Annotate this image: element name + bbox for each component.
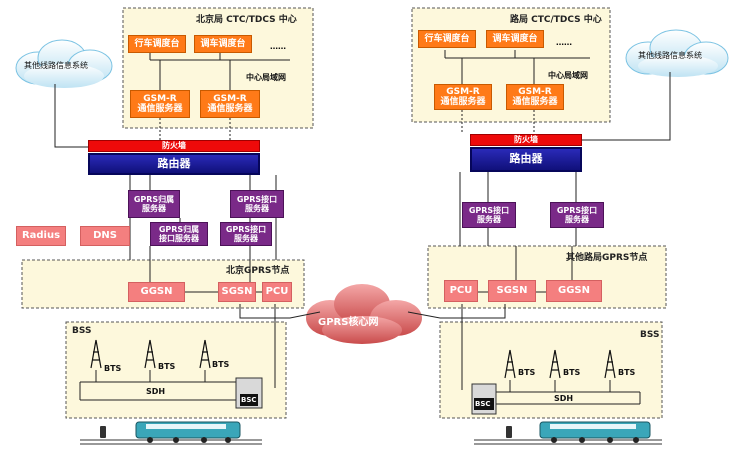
right-gprs-node-title: 其他路局GPRS节点 (566, 253, 648, 263)
right-gprs-interface-server-1: GPRS接口 服务器 (462, 202, 516, 228)
gprs-core-cloud (306, 284, 422, 344)
left-dispatch-console-2: 调车调度台 (194, 35, 252, 53)
connections (54, 50, 671, 405)
left-bss-title: BSS (72, 326, 92, 336)
left-other-systems-label: 其他线路信息系统 (24, 61, 88, 70)
left-handset-icon (100, 426, 106, 438)
left-bts-towers (90, 339, 211, 369)
right-router: 路由器 (470, 147, 582, 172)
right-bss-title: BSS (640, 330, 660, 340)
gprs-core-label: GPRS核心网 (318, 317, 379, 328)
right-pcu: PCU (444, 280, 478, 302)
left-gsmr-server-1: GSM-R 通信服务器 (130, 90, 190, 118)
left-pcu: PCU (262, 282, 292, 302)
left-firewall: 防火墙 (88, 140, 260, 152)
left-gprs-home-server: GPRS归属 服务器 (128, 190, 180, 218)
right-sgsn: SGSN (488, 280, 536, 302)
left-gprs-interface-server-bottom: GPRS接口 服务器 (220, 222, 272, 246)
left-bts-label-3: BTS (212, 360, 230, 369)
left-ellipsis: …… (270, 42, 286, 51)
left-dispatch-console-1: 行车调度台 (128, 35, 186, 53)
left-bsc-icon (235, 377, 263, 409)
radius-server: Radius (16, 226, 66, 246)
right-other-systems-cloud (625, 29, 729, 77)
right-bts-towers (504, 349, 616, 379)
left-lan-label: 中心局域网 (246, 73, 286, 82)
right-bts-label-3: BTS (618, 368, 636, 377)
right-gsmr-server-2: GSM-R 通信服务器 (506, 84, 564, 110)
left-other-systems-cloud (15, 39, 113, 88)
left-bsc-label: BSC (241, 396, 257, 404)
right-dispatch-console-1: 行车调度台 (418, 30, 476, 48)
left-gprs-home-interface-server: GPRS归属 接口服务器 (150, 222, 208, 246)
left-center-title: 北京局 CTC/TDCS 中心 (196, 15, 297, 25)
right-gsmr-server-1: GSM-R 通信服务器 (434, 84, 492, 110)
right-dispatch-console-2: 调车调度台 (486, 30, 544, 48)
left-bts-label-1: BTS (104, 364, 122, 373)
dns-server: DNS (80, 226, 130, 246)
right-bsc-icon (471, 383, 497, 415)
left-sgsn: SGSN (218, 282, 256, 302)
right-lan-label: 中心局域网 (548, 71, 588, 80)
right-ellipsis: …… (556, 38, 572, 47)
right-gprs-interface-server-2: GPRS接口 服务器 (550, 202, 604, 228)
left-sdh-label: SDH (146, 387, 166, 396)
right-firewall: 防火墙 (470, 134, 582, 146)
right-ggsn: GGSN (546, 280, 602, 302)
right-other-systems-label: 其他线路信息系统 (638, 51, 702, 60)
right-bsc-label: BSC (475, 400, 491, 408)
left-gprs-interface-server-top: GPRS接口 服务器 (230, 190, 284, 218)
left-gprs-node-title: 北京GPRS节点 (226, 266, 290, 276)
right-sdh-label: SDH (554, 394, 574, 403)
left-gsmr-server-2: GSM-R 通信服务器 (200, 90, 260, 118)
left-rail-track (80, 439, 262, 445)
right-locomotive-icon (539, 421, 651, 443)
right-rail-track (474, 439, 662, 445)
right-bts-label-1: BTS (518, 368, 536, 377)
left-bts-label-2: BTS (158, 362, 176, 371)
right-center-title: 路局 CTC/TDCS 中心 (510, 15, 602, 25)
left-router: 路由器 (88, 153, 260, 175)
right-bts-label-2: BTS (563, 368, 581, 377)
left-ggsn: GGSN (128, 282, 185, 302)
right-handset-icon (506, 426, 512, 438)
left-locomotive-icon (135, 421, 241, 443)
